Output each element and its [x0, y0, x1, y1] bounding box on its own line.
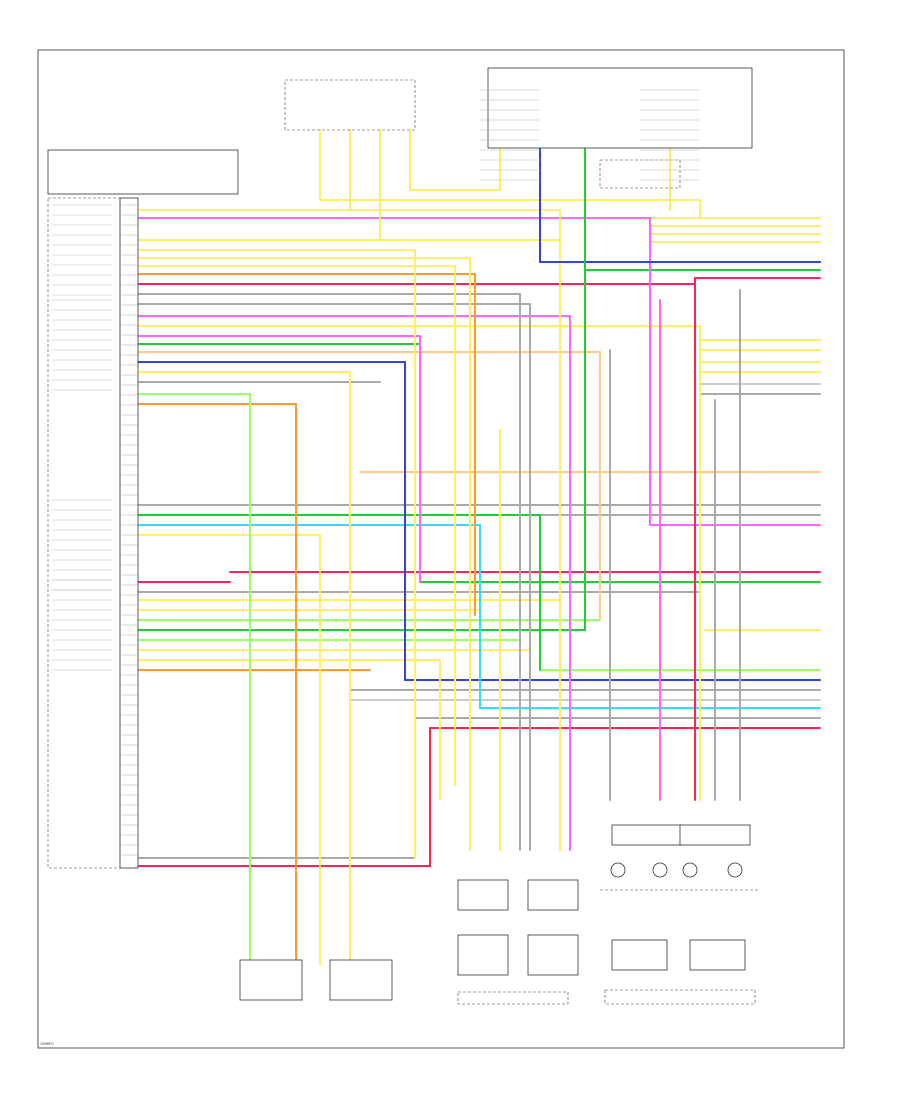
squib-circle [610, 862, 626, 878]
squib-circle [727, 862, 743, 878]
header-box [47, 149, 239, 195]
diagram-frame [37, 49, 845, 1049]
fuse-block-box [487, 67, 753, 149]
fuse-panel-box [284, 79, 416, 131]
module-box-a [611, 824, 683, 846]
sensor-box-a [457, 879, 509, 911]
wire-top-feed [409, 129, 501, 191]
module-box-d [689, 939, 746, 971]
wire-top-feed [539, 147, 821, 263]
footer-code: 1999F0 [40, 1041, 54, 1046]
sensor-box-d [527, 934, 579, 976]
splice-box [599, 159, 681, 189]
module-box-c [611, 939, 668, 971]
connector-strip-right [604, 989, 756, 1005]
wire-top-feed [319, 129, 701, 219]
sensor-box-c [457, 934, 509, 976]
sensor-box-b [527, 879, 579, 911]
module-box-b [679, 824, 751, 846]
wire-layer [137, 129, 821, 966]
sensor-box-right [329, 959, 393, 1001]
control-module-connector [119, 197, 139, 869]
sensor-box-left [239, 959, 303, 1001]
control-module-body [47, 197, 121, 869]
squib-circle [652, 862, 668, 878]
connector-strip-center [457, 991, 569, 1005]
component-layer [47, 67, 760, 1005]
squib-circle [682, 862, 698, 878]
diagram-border [37, 49, 845, 1049]
